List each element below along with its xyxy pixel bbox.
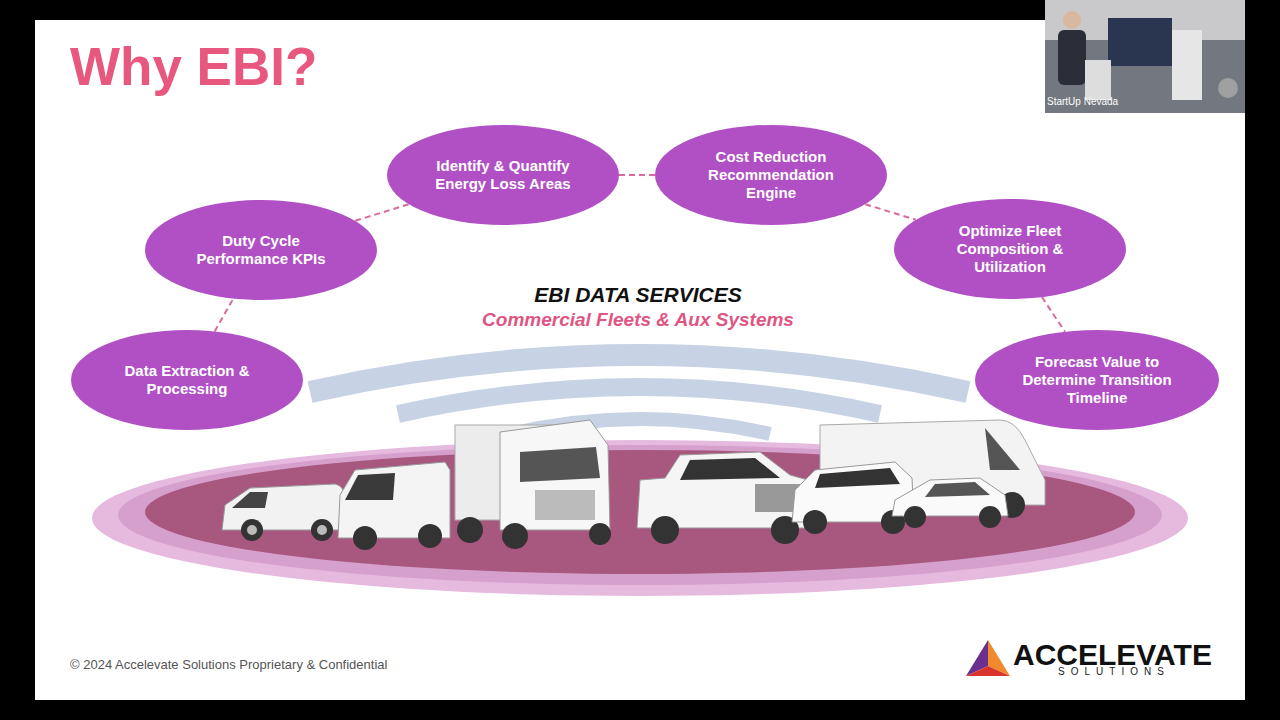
process-ellipse: Cost Reduction Recommendation Engine [655,125,887,225]
dashed-connector [865,204,916,220]
process-ellipse: Forecast Value to Determine Transition T… [975,330,1219,430]
webcam-person-head [1218,78,1238,98]
node-label: Identify & Quantify Energy Loss Areas [428,157,578,193]
node-label: Forecast Value to Determine Transition T… [1017,353,1177,407]
van-window [232,492,268,508]
ellipse-shape [975,330,1219,430]
truck-windshield [520,447,600,482]
node-label: Cost Reduction Recommendation Engine [696,148,846,202]
wheel-hub [247,525,257,535]
wheel [502,523,528,549]
suv-window [815,468,900,488]
truck-grille [535,490,595,520]
webcam-banner [1172,30,1202,100]
ellipse-shape [655,125,887,225]
wheel [979,506,1001,528]
text-holder: Forecast Value to Determine Transition T… [975,330,1219,430]
webcam-frame [1045,0,1245,113]
wheel [311,519,333,541]
dashed-connector [215,299,234,332]
wheel [803,510,827,534]
center-heading: EBI DATA SERVICES [438,283,838,307]
van-window [985,428,1020,470]
wheel [457,517,483,543]
logo-mark [966,666,1010,676]
pickup-windshield [680,458,780,480]
process-ellipse: Data Extraction & Processing [71,330,303,430]
process-ellipse: Duty Cycle Performance KPIs [145,200,377,300]
sedan-window [925,482,990,497]
wheel [418,524,442,548]
webcam-podium [1085,60,1111,100]
wheel [241,519,263,541]
webcam-person-body [1058,30,1086,85]
text-holder: Optimize Fleet Composition & Utilization [894,199,1126,299]
dashed-connector [1042,297,1065,332]
wheel [651,516,679,544]
text-holder: Identify & Quantify Energy Loss Areas [387,125,619,225]
logo-tagline: SOLUTIONS [1013,666,1215,677]
wheel-hub [317,525,327,535]
wheel [904,506,926,528]
webcam-caption: StartUp Nevada [1047,96,1118,107]
ellipse-shape [387,125,619,225]
slide-background [35,20,1245,700]
node-label: Data Extraction & Processing [112,362,262,398]
node-label: Optimize Fleet Composition & Utilization [935,222,1085,276]
signal-arc [398,387,880,414]
webcam-screen [1108,18,1172,66]
van-window [345,473,395,500]
ellipse-shape [894,199,1126,299]
ellipse-shape [145,200,377,300]
copyright-note: © 2024 Accelevate Solutions Proprietary … [70,657,387,672]
dashed-connector [619,174,655,176]
process-ellipse: Optimize Fleet Composition & Utilization [894,199,1126,299]
slide-title: Why EBI? [70,36,317,97]
text-holder: Cost Reduction Recommendation Engine [655,125,887,225]
text-holder: Duty Cycle Performance KPIs [145,200,377,300]
wheel [353,526,377,550]
ellipse-shape [71,330,303,430]
center-subheading: Commercial Fleets & Aux Systems [408,309,868,331]
truck-cab [500,420,610,530]
dashed-connector [355,204,409,221]
text-holder: Data Extraction & Processing [71,330,303,430]
wheel [589,523,611,545]
webcam-person-head [1063,11,1081,29]
node-label: Duty Cycle Performance KPIs [186,232,336,268]
process-ellipse: Identify & Quantify Energy Loss Areas [387,125,619,225]
